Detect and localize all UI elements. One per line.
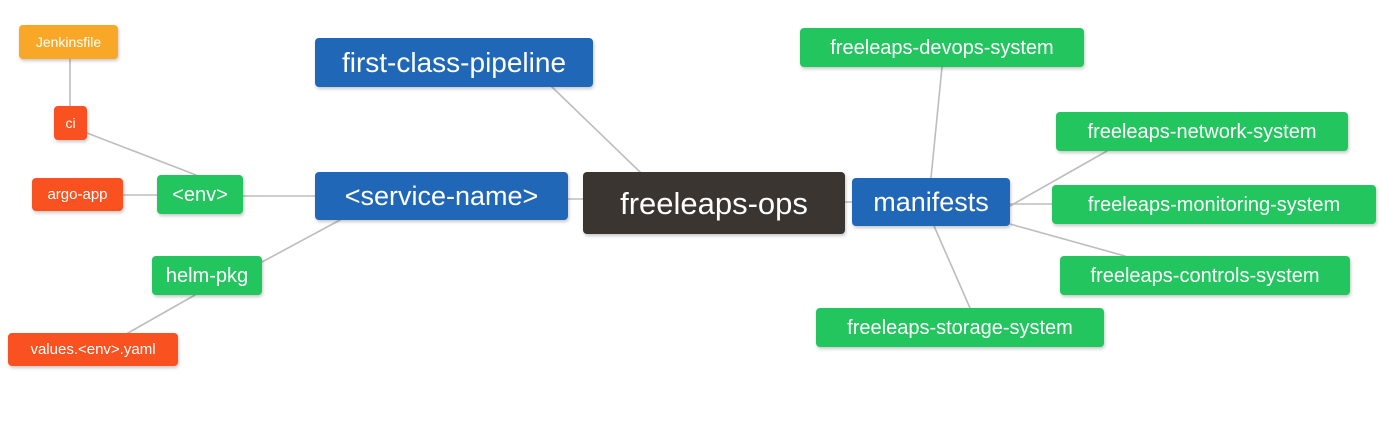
node-label-freeleaps-devops-system: freeleaps-devops-system bbox=[830, 36, 1054, 59]
edge-first-class-pipeline-to-freeleaps-ops bbox=[551, 86, 641, 173]
node-values-yaml[interactable]: values.<env>.yaml bbox=[8, 333, 178, 366]
node-label-service-name: <service-name> bbox=[344, 180, 539, 211]
edge-service-name-to-helm-pkg bbox=[261, 219, 341, 263]
node-label-ci: ci bbox=[65, 115, 76, 131]
edge-manifests-to-freeleaps-devops-system bbox=[930, 66, 943, 179]
node-label-helm-pkg: helm-pkg bbox=[165, 264, 249, 287]
node-freeleaps-network-system[interactable]: freeleaps-network-system bbox=[1056, 112, 1348, 151]
node-freeleaps-storage-system[interactable]: freeleaps-storage-system bbox=[816, 308, 1104, 347]
edge-manifests-to-freeleaps-controls-system bbox=[1009, 223, 1126, 257]
node-label-argo-app: argo-app bbox=[47, 186, 108, 203]
node-label-freeleaps-ops: freeleaps-ops bbox=[620, 185, 808, 221]
node-argo-app[interactable]: argo-app bbox=[32, 178, 123, 211]
node-first-class-pipeline[interactable]: first-class-pipeline bbox=[315, 38, 593, 87]
edge-helm-pkg-to-values-yaml bbox=[127, 294, 196, 334]
edge-manifests-to-freeleaps-storage-system bbox=[933, 225, 971, 309]
node-label-values-yaml: values.<env>.yaml bbox=[30, 341, 156, 358]
node-jenkinsfile[interactable]: Jenkinsfile bbox=[19, 25, 118, 59]
node-label-first-class-pipeline: first-class-pipeline bbox=[341, 46, 567, 78]
node-helm-pkg[interactable]: helm-pkg bbox=[152, 256, 262, 295]
node-label-jenkinsfile: Jenkinsfile bbox=[35, 34, 102, 50]
node-label-freeleaps-monitoring-system: freeleaps-monitoring-system bbox=[1087, 193, 1341, 216]
node-manifests[interactable]: manifests bbox=[852, 178, 1010, 226]
node-freeleaps-ops[interactable]: freeleaps-ops bbox=[583, 172, 845, 234]
node-freeleaps-devops-system[interactable]: freeleaps-devops-system bbox=[800, 28, 1084, 67]
node-label-freeleaps-network-system: freeleaps-network-system bbox=[1087, 120, 1317, 143]
node-freeleaps-controls-system[interactable]: freeleaps-controls-system bbox=[1060, 256, 1350, 295]
node-label-freeleaps-controls-system: freeleaps-controls-system bbox=[1090, 264, 1320, 287]
node-label-env: <env> bbox=[172, 183, 228, 206]
node-label-manifests: manifests bbox=[873, 186, 989, 217]
node-env[interactable]: <env> bbox=[157, 175, 243, 214]
node-service-name[interactable]: <service-name> bbox=[315, 172, 568, 220]
node-freeleaps-monitoring-system[interactable]: freeleaps-monitoring-system bbox=[1052, 185, 1376, 224]
node-label-freeleaps-storage-system: freeleaps-storage-system bbox=[847, 316, 1073, 339]
edge-ci-to-env bbox=[86, 132, 197, 176]
node-ci[interactable]: ci bbox=[54, 106, 87, 140]
